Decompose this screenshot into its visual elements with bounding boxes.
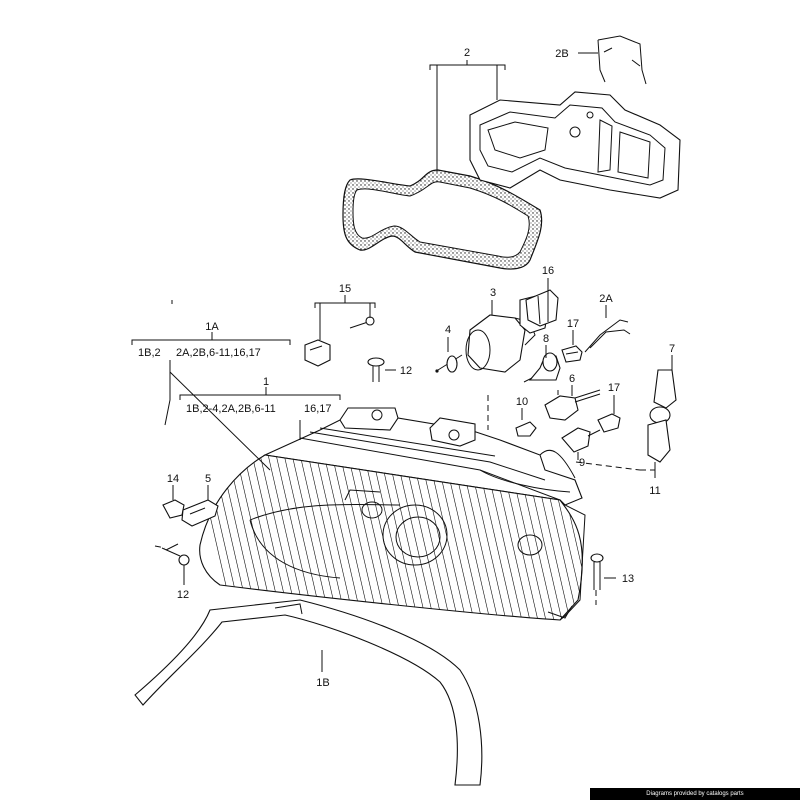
bolt-part-12b: [161, 543, 190, 566]
callout-2a: 2A: [599, 293, 613, 305]
callout-9: 9: [579, 457, 585, 469]
clip-part-2b: [597, 35, 647, 85]
callout-15: 15: [339, 283, 351, 295]
bolt-part-12a: [367, 357, 385, 382]
clip-part-14: [162, 499, 185, 519]
callout-12-top: 12: [400, 365, 412, 377]
callout-3: 3: [490, 287, 496, 299]
diagram-credit: Diagrams provided by catalogs parts: [590, 788, 800, 800]
bulb-part-8: [523, 352, 561, 383]
callout-lines: [131, 52, 673, 672]
socket-part-17b: [597, 413, 621, 433]
callout-1-left: 1B,2-4,2A,2B,6-11: [186, 403, 276, 415]
trim-strip-part-1b: [134, 599, 483, 786]
bulb-part-10: [515, 421, 537, 437]
callout-4: 4: [445, 324, 451, 336]
callout-6: 6: [569, 373, 575, 385]
callout-7: 7: [669, 343, 675, 355]
callout-1a-left: 1B,2: [138, 347, 161, 359]
bulb-part-7: [647, 369, 677, 463]
callout-11: 11: [649, 485, 660, 497]
callout-1: 1: [263, 376, 269, 388]
callout-10: 10: [516, 396, 528, 408]
callout-16: 16: [542, 265, 554, 277]
connector-part-16: [525, 289, 559, 327]
callout-13: 13: [622, 573, 634, 585]
callout-5: 5: [205, 473, 211, 485]
bracket-part-2a: [584, 319, 631, 353]
callout-12-bottom: 12: [177, 589, 189, 601]
callout-1a-right: 2A,2B,6-11,16,17: [176, 347, 261, 359]
callout-1-right: 16,17: [304, 403, 332, 415]
callout-8: 8: [543, 333, 549, 345]
callout-2: 2: [464, 47, 470, 59]
bolt-part-4: [435, 354, 463, 373]
bolt-part-13: [590, 553, 604, 590]
rear-housing-frame: [469, 91, 681, 199]
socket-part-17a: [561, 345, 583, 363]
callout-2b: 2B: [555, 48, 568, 60]
callout-14: 14: [167, 473, 179, 485]
callout-1b: 1B: [316, 677, 329, 689]
callout-17b: 17: [608, 382, 620, 394]
gasket-part: [342, 169, 543, 270]
headlight-assembly: [199, 407, 586, 621]
callout-1a: 1A: [205, 321, 219, 333]
socket-part-6: [544, 389, 601, 421]
bulb-part-9: [561, 427, 601, 453]
clip-part-15: [304, 316, 375, 367]
callout-17a: 17: [567, 318, 579, 330]
